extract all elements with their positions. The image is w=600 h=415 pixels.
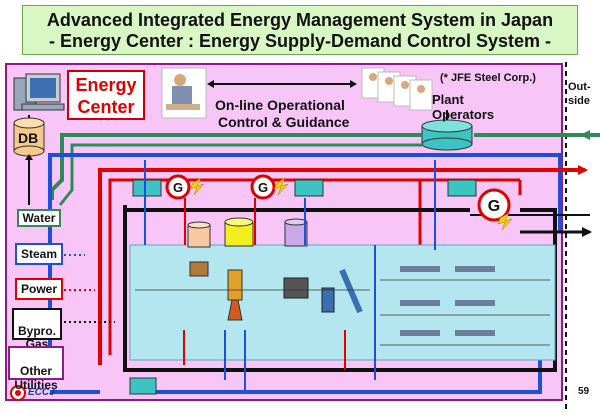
outside-line-1: Out- [568,81,591,93]
energy-center-line-1: Energy [75,75,137,95]
energy-center-label: Energy Center [67,70,145,120]
database-icon [13,117,45,157]
title-line-1: Advanced Integrated Energy Management Sy… [46,10,554,30]
utility-other-label: Other Utilities [14,364,58,392]
operator-icon [161,67,207,119]
title-line-2: - Energy Center : Energy Supply-Demand C… [48,31,552,51]
eccj-logo-text: ECCJ [28,387,55,398]
generator-icon [165,174,511,222]
guidance-line-2: Control & Guidance [218,114,350,130]
lightning-icon [497,212,513,231]
utility-power: Power [15,278,63,300]
page-number: 59 [578,386,590,397]
eccj-logo [10,385,26,401]
utility-byproduct-gas: Bypro. Gas [12,308,62,351]
utility-steam: Steam [15,243,63,265]
plant-operators-label: Plant Operators [432,92,494,122]
generator-label: G [258,180,268,195]
plant-operators-line-1: Plant [432,92,464,107]
db-label: DB [18,130,39,146]
jfe-note: (* JFE Steel Corp.) [440,72,536,84]
generator-label: G [173,180,183,195]
outside-label: Out- side [568,80,591,108]
utility-water-label: Water [22,211,56,225]
plant-operators-icon [361,67,433,111]
plant-operators-line-2: Operators [432,107,495,122]
lightning-icon [273,177,289,196]
outside-line-2: side [568,95,591,107]
energy-center-line-2: Center [77,97,135,117]
control-terminal-icon [421,119,473,151]
lightning-icon [189,177,205,196]
computer-icon [13,73,65,111]
utility-steam-label: Steam [20,247,58,261]
generator-label: G [488,198,500,215]
title-banner: Advanced Integrated Energy Management Sy… [22,5,578,55]
steam-accumulator-icon [129,179,477,395]
utility-water: Water [17,209,61,227]
utility-power-label: Power [20,282,57,296]
guidance-label: On-line Operational Control & Guidance [215,97,349,131]
gas-holder-icon [187,217,308,248]
guidance-line-1: On-line Operational [215,97,345,113]
utility-other: Other Utilities [8,346,64,392]
